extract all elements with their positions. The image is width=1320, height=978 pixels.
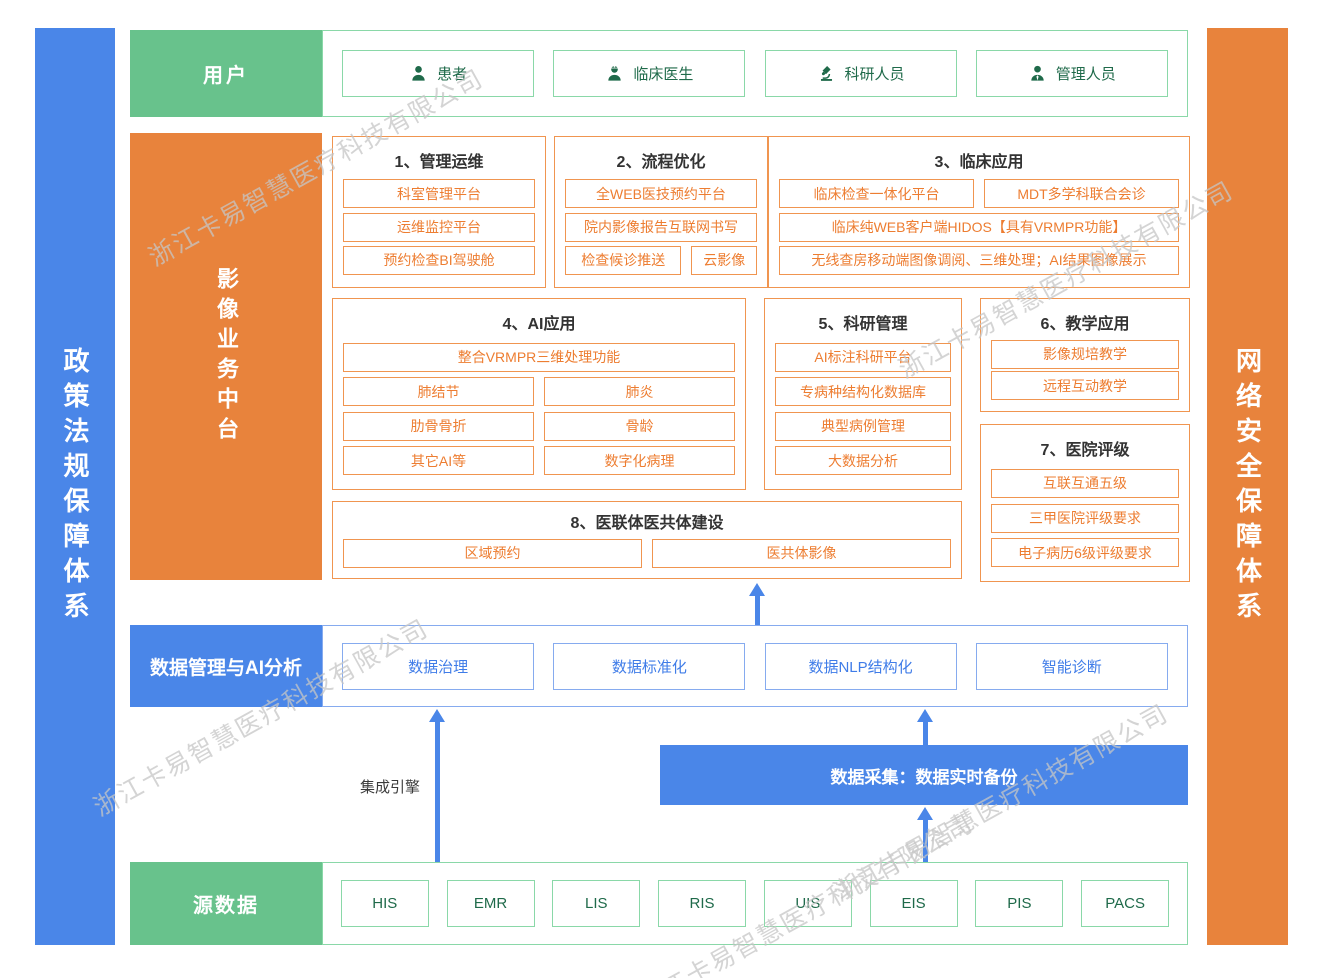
source-system: HIS xyxy=(340,880,429,927)
platform-item: 典型病例管理 xyxy=(775,411,951,441)
user-label: 科研人员 xyxy=(844,66,905,83)
platform-item: 电子病历6级评级要求 xyxy=(991,538,1179,568)
platform-item: 大数据分析 xyxy=(775,446,951,476)
section-medical-alliance: 8、医联体医共体建设 区域预约 医共体影像 xyxy=(332,501,962,579)
user-label: 临床医生 xyxy=(633,66,694,83)
data-mgmt-content: 数据治理 数据标准化 数据NLP结构化 智能诊断 xyxy=(322,625,1188,707)
source-data-label: 源数据 xyxy=(130,862,322,945)
data-mgmt-row: 数据管理与AI分析 数据治理 数据标准化 数据NLP结构化 智能诊断 xyxy=(130,625,1188,707)
section-title: 7、医院评级 xyxy=(1040,442,1130,459)
section-title: 6、教学应用 xyxy=(1040,316,1130,333)
source-system: EMR xyxy=(446,880,535,927)
user-researcher: 科研人员 xyxy=(764,50,957,97)
section-title: 2、流程优化 xyxy=(616,154,706,171)
source-system: LIS xyxy=(552,880,641,927)
platform-item: 全WEB医技预约平台 xyxy=(565,179,757,209)
platform-item: 整合VRMPR三维处理功能 xyxy=(343,342,735,372)
manager-icon xyxy=(1031,65,1044,81)
policy-regulation-label: 政策法规保障体系 xyxy=(60,346,90,627)
platform-item: 区域预约 xyxy=(343,538,642,568)
platform-item: 肺结节 xyxy=(343,377,534,407)
users-row-content: 患者 临床医生 科研人员 xyxy=(322,30,1188,117)
imaging-platform-label: 影像业务中台 xyxy=(214,266,239,447)
policy-regulation-sidebar: 政策法规保障体系 xyxy=(35,28,115,945)
platform-item: 三甲医院评级要求 xyxy=(991,503,1179,533)
data-collection-bar: 数据采集：数据实时备份 xyxy=(660,745,1188,805)
platform-item: 院内影像报告互联网书写 xyxy=(565,212,757,242)
imaging-platform-row: 影像业务中台 1、管理运维 科室管理平台 运维监控平台 预约检查BI驾驶舱 2、… xyxy=(130,133,1190,582)
platform-item: 云影像 xyxy=(691,245,757,275)
section-clinical-apps: 3、临床应用 临床检查一体化平台 MDT多学科联合会诊 临床纯WEB客户端HID… xyxy=(768,136,1190,288)
section-management-ops: 1、管理运维 科室管理平台 运维监控平台 预约检查BI驾驶舱 xyxy=(332,136,546,288)
section-teaching-apps: 6、教学应用 影像规培教学 远程互动教学 xyxy=(980,298,1190,412)
researcher-icon xyxy=(820,66,832,81)
section-title: 1、管理运维 xyxy=(394,154,484,171)
user-label: 管理人员 xyxy=(1055,66,1116,83)
source-system: PACS xyxy=(1081,880,1170,927)
platform-item: 数字化病理 xyxy=(544,446,735,476)
data-mgmt-label: 数据管理与AI分析 xyxy=(130,625,322,707)
user-clinician: 临床医生 xyxy=(553,50,746,97)
platform-item: 运维监控平台 xyxy=(343,212,535,242)
integration-engine-label: 集成引擎 xyxy=(359,779,420,796)
source-system: UIS xyxy=(763,880,852,927)
data-mgmt-item: 数据NLP结构化 xyxy=(764,642,957,690)
platform-item: 远程互动教学 xyxy=(991,371,1179,401)
platform-item: 临床检查一体化平台 xyxy=(779,179,974,209)
network-security-sidebar: 网络安全保障体系 xyxy=(1207,28,1288,945)
platform-item: 影像规培教学 xyxy=(991,339,1179,369)
source-system: PIS xyxy=(975,880,1064,927)
user-patient: 患者 xyxy=(342,50,535,97)
section-ai-apps: 4、AI应用 整合VRMPR三维处理功能 肺结节 肺炎 肋骨骨折 骨龄 其它AI… xyxy=(332,298,746,490)
patient-icon xyxy=(412,66,425,81)
doctor-icon xyxy=(608,65,622,81)
platform-item: 科室管理平台 xyxy=(343,179,535,209)
platform-item: 其它AI等 xyxy=(343,446,534,476)
platform-item: AI标注科研平台 xyxy=(775,342,951,372)
source-data-content: HIS EMR LIS RIS UIS EIS PIS PACS xyxy=(322,862,1188,945)
section-hospital-rating: 7、医院评级 互联互通五级 三甲医院评级要求 电子病历6级评级要求 xyxy=(980,424,1190,582)
platform-item: 骨龄 xyxy=(544,411,735,441)
platform-item: 检查候诊推送 xyxy=(565,245,682,275)
platform-item: 专病种结构化数据库 xyxy=(775,377,951,407)
source-system: EIS xyxy=(869,880,958,927)
platform-item: 无线查房移动端图像调阅、三维处理；AI结果图像展示 xyxy=(779,245,1179,275)
source-data-row: 源数据 HIS EMR LIS RIS UIS EIS PIS PACS xyxy=(130,862,1188,945)
data-mgmt-item: 智能诊断 xyxy=(975,642,1168,690)
section-title: 4、AI应用 xyxy=(502,316,576,333)
data-mgmt-item: 数据治理 xyxy=(342,642,535,690)
user-manager: 管理人员 xyxy=(975,50,1168,97)
platform-item: 互联互通五级 xyxy=(991,468,1179,498)
data-mgmt-item: 数据标准化 xyxy=(553,642,746,690)
platform-item: 预约检查BI驾驶舱 xyxy=(343,245,535,275)
users-row-label: 用户 xyxy=(130,30,322,117)
users-row: 用户 患者 临床医生 xyxy=(130,30,1188,117)
user-label: 患者 xyxy=(437,66,468,83)
source-system: RIS xyxy=(658,880,747,927)
platform-item: MDT多学科联合会诊 xyxy=(984,179,1179,209)
platform-item: 肺炎 xyxy=(544,377,735,407)
section-title: 8、医联体医共体建设 xyxy=(570,515,724,532)
section-title: 3、临床应用 xyxy=(934,154,1024,171)
platform-item: 医共体影像 xyxy=(652,538,951,568)
platform-item: 临床纯WEB客户端HIDOS【具有VRMPR功能】 xyxy=(779,212,1179,242)
platform-item: 肋骨骨折 xyxy=(343,411,534,441)
imaging-platform-sidebar: 影像业务中台 xyxy=(130,133,322,580)
network-security-label: 网络安全保障体系 xyxy=(1232,346,1263,627)
section-process-optimization: 2、流程优化 全WEB医技预约平台 院内影像报告互联网书写 检查候诊推送 云影像 xyxy=(554,136,768,288)
section-title: 5、科研管理 xyxy=(818,316,908,333)
section-research-mgmt: 5、科研管理 AI标注科研平台 专病种结构化数据库 典型病例管理 大数据分析 xyxy=(764,298,962,490)
